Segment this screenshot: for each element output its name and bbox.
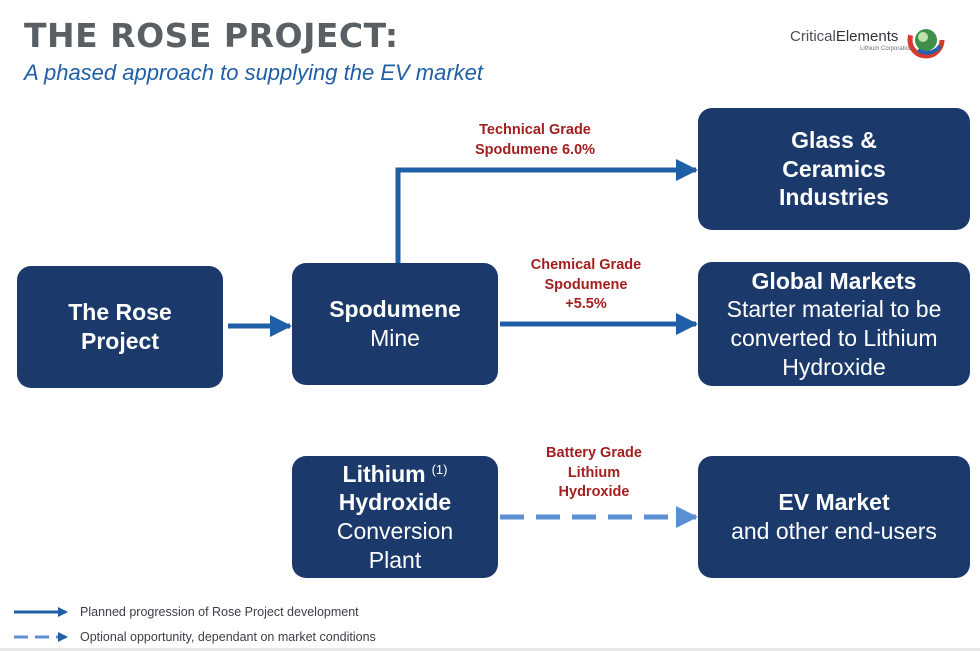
node-global-markets: Global Markets Starter material to be co… bbox=[698, 262, 970, 386]
globe-logo-icon bbox=[907, 21, 945, 59]
node-lithium-hydroxide-line3: Conversion bbox=[336, 518, 454, 544]
logo-tagline: Lithium Corporation bbox=[860, 46, 913, 52]
node-rose-project-line1: The Rose bbox=[68, 299, 172, 326]
edge-label-chemical-line3: +5.5% bbox=[565, 296, 607, 313]
legend-solid-text: Planned progression of Rose Project deve… bbox=[80, 605, 359, 619]
node-spodumene-mine-line2: Mine bbox=[370, 325, 420, 351]
node-glass-ceramics-line1: Glass & bbox=[791, 126, 877, 153]
node-lithium-hydroxide-title: Lithium bbox=[342, 460, 426, 487]
footnote-marker: (1) bbox=[431, 461, 448, 477]
edge-label-battery-line3: Hydroxide bbox=[558, 484, 630, 501]
node-global-markets-line3: converted to Lithium bbox=[730, 325, 938, 351]
page-title: THE ROSE PROJECT: bbox=[24, 16, 399, 55]
edge-label-technical-line1: Technical Grade bbox=[479, 122, 591, 138]
arrow-mine-to-glass bbox=[395, 159, 698, 263]
edge-label-battery-line2: Lithium bbox=[567, 464, 621, 481]
footer-divider bbox=[0, 648, 980, 651]
node-glass-ceramics: Glass & Ceramics Industries bbox=[698, 108, 970, 230]
edge-label-battery-line1: Battery Grade bbox=[546, 445, 642, 461]
legend-dashed-text: Optional opportunity, dependant on marke… bbox=[80, 630, 376, 644]
node-ev-market-line1: EV Market bbox=[778, 489, 890, 516]
node-global-markets-line2: Starter material to be bbox=[726, 296, 942, 323]
edge-label-chemical-line2: Spodumene bbox=[544, 276, 628, 293]
node-ev-market: EV Market and other end-users bbox=[698, 456, 970, 578]
edge-label-battery-grade: Battery Grade Lithium Hydroxide bbox=[508, 444, 680, 503]
node-spodumene-mine-line1: Spodumene bbox=[329, 296, 461, 323]
logo-wordmark: CriticalElements bbox=[790, 28, 898, 45]
edge-label-chemical-grade: Chemical Grade Spodumene +5.5% bbox=[500, 256, 672, 315]
node-lithium-hydroxide-line2: Hydroxide bbox=[338, 489, 452, 516]
node-rose-project-line2: Project bbox=[81, 328, 159, 354]
node-lithium-hydroxide-line1: Lithium (1) bbox=[343, 460, 448, 489]
node-spodumene-mine: Spodumene Mine bbox=[292, 263, 498, 385]
logo-name-part2: Elements bbox=[835, 28, 899, 45]
logo-name-part1: Critical bbox=[790, 28, 836, 45]
edge-label-technical-grade: Technical Grade Spodumene 6.0% bbox=[440, 121, 630, 160]
edge-label-chemical-line1: Chemical Grade bbox=[530, 257, 642, 273]
node-ev-market-line2: and other end-users bbox=[731, 518, 937, 544]
node-global-markets-line4: Hydroxide bbox=[782, 353, 886, 380]
node-glass-ceramics-line3: Industries bbox=[779, 184, 889, 211]
node-glass-ceramics-line2: Ceramics bbox=[782, 155, 886, 182]
page-subtitle: A phased approach to supplying the EV ma… bbox=[24, 60, 484, 85]
node-global-markets-line1: Global Markets bbox=[751, 267, 917, 294]
company-logo: CriticalElements Lithium Corporation bbox=[790, 20, 950, 60]
edge-label-technical-line2: Spodumene 6.0% bbox=[474, 141, 596, 158]
node-rose-project: The Rose Project bbox=[17, 266, 223, 388]
node-lithium-hydroxide-line4: Plant bbox=[368, 546, 422, 573]
node-lithium-hydroxide-plant: Lithium (1) Hydroxide Conversion Plant bbox=[292, 456, 498, 578]
